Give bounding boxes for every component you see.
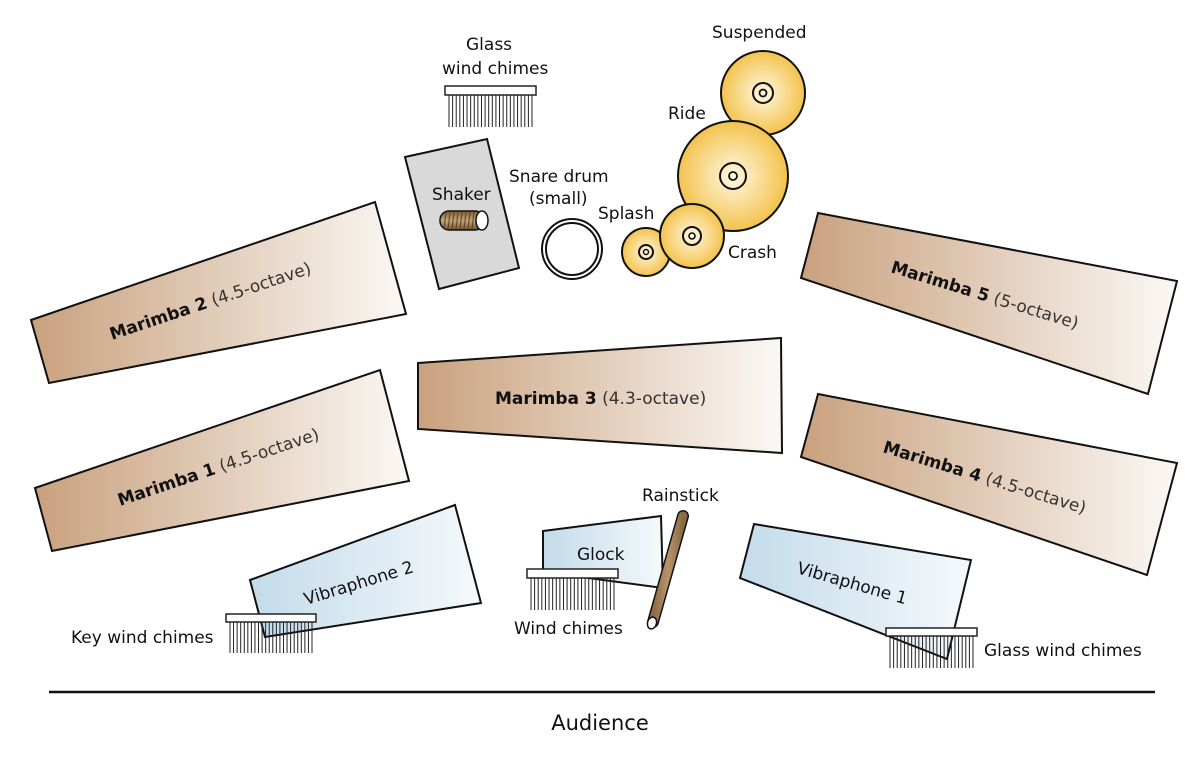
- snare-label-line2: (small): [529, 189, 588, 209]
- glass-wind-chimes-right: Glass wind chimes: [885, 627, 1142, 668]
- glass-wind-chimes-top-label-line2: wind chimes: [442, 59, 548, 79]
- chime-bar: [225, 613, 317, 623]
- cymbal-ride-icon: [677, 120, 789, 232]
- marimba-3-body: [417, 336, 784, 455]
- marimba-1-body: [33, 368, 411, 553]
- rainstick-label: Rainstick: [642, 486, 719, 506]
- cymbal-splash: Splash: [598, 204, 671, 277]
- marimba-4: Marimba 4 (4.5-octave): [799, 392, 1179, 577]
- vibraphone-1: Vibraphone 1: [738, 522, 973, 661]
- chime-bar: [444, 85, 537, 96]
- glass-wind-chimes-top-label-line1: Glass: [466, 35, 512, 55]
- glass-wind-chimes-top: Glass wind chimes: [442, 35, 548, 127]
- marimba-3: Marimba 3 (4.3-octave): [417, 336, 784, 455]
- cymbal-suspended-label: Suspended: [712, 23, 807, 43]
- marimba-5-body: [799, 211, 1179, 396]
- rainstick: Rainstick: [642, 486, 719, 630]
- glass-wind-chimes-right-label: Glass wind chimes: [984, 641, 1142, 661]
- cymbal-suspended: Suspended: [712, 23, 807, 136]
- snare-label-line1: Snare drum: [509, 167, 609, 187]
- marimba-2: Marimba 2 (4.5-octave): [29, 200, 408, 385]
- wind-chimes-icon: [444, 85, 537, 127]
- marimba-5: Marimba 5 (5-octave): [799, 211, 1179, 396]
- marimba-2-body: [29, 200, 408, 385]
- cymbal-ride-label: Ride: [668, 104, 706, 124]
- glock-label: Glock: [577, 545, 625, 565]
- snare-drum: Snare drum (small): [509, 167, 609, 280]
- wind-chimes-icon: [526, 568, 619, 610]
- marimba-3-label: Marimba 3 (4.3-octave): [495, 389, 706, 409]
- rainstick-body: [648, 511, 688, 627]
- wind-chimes-icon: [225, 613, 317, 653]
- cymbal-ride: Ride: [668, 104, 789, 232]
- wind-chimes-label: Wind chimes: [514, 619, 623, 639]
- key-wind-chimes: Key wind chimes: [71, 613, 317, 653]
- cymbal-splash-label: Splash: [598, 204, 654, 224]
- vibraphone-2: Vibraphone 2: [248, 503, 483, 639]
- chime-bar: [526, 568, 619, 579]
- vibraphone-1-body: [738, 522, 973, 661]
- cymbal-crash: Crash: [659, 203, 777, 269]
- wind-chimes-icon: [885, 627, 978, 668]
- cymbal-crash-icon: [659, 203, 725, 269]
- wind-chimes: Wind chimes: [514, 568, 623, 639]
- key-wind-chimes-label: Key wind chimes: [71, 628, 214, 648]
- shaker: Shaker: [403, 137, 521, 291]
- cymbal-crash-label: Crash: [728, 243, 777, 263]
- chime-bar: [885, 627, 978, 637]
- marimba-1: Marimba 1 (4.5-octave): [33, 368, 411, 553]
- marimba-4-body: [799, 392, 1179, 577]
- shaker-label: Shaker: [432, 185, 491, 205]
- audience-label: Audience: [551, 711, 649, 735]
